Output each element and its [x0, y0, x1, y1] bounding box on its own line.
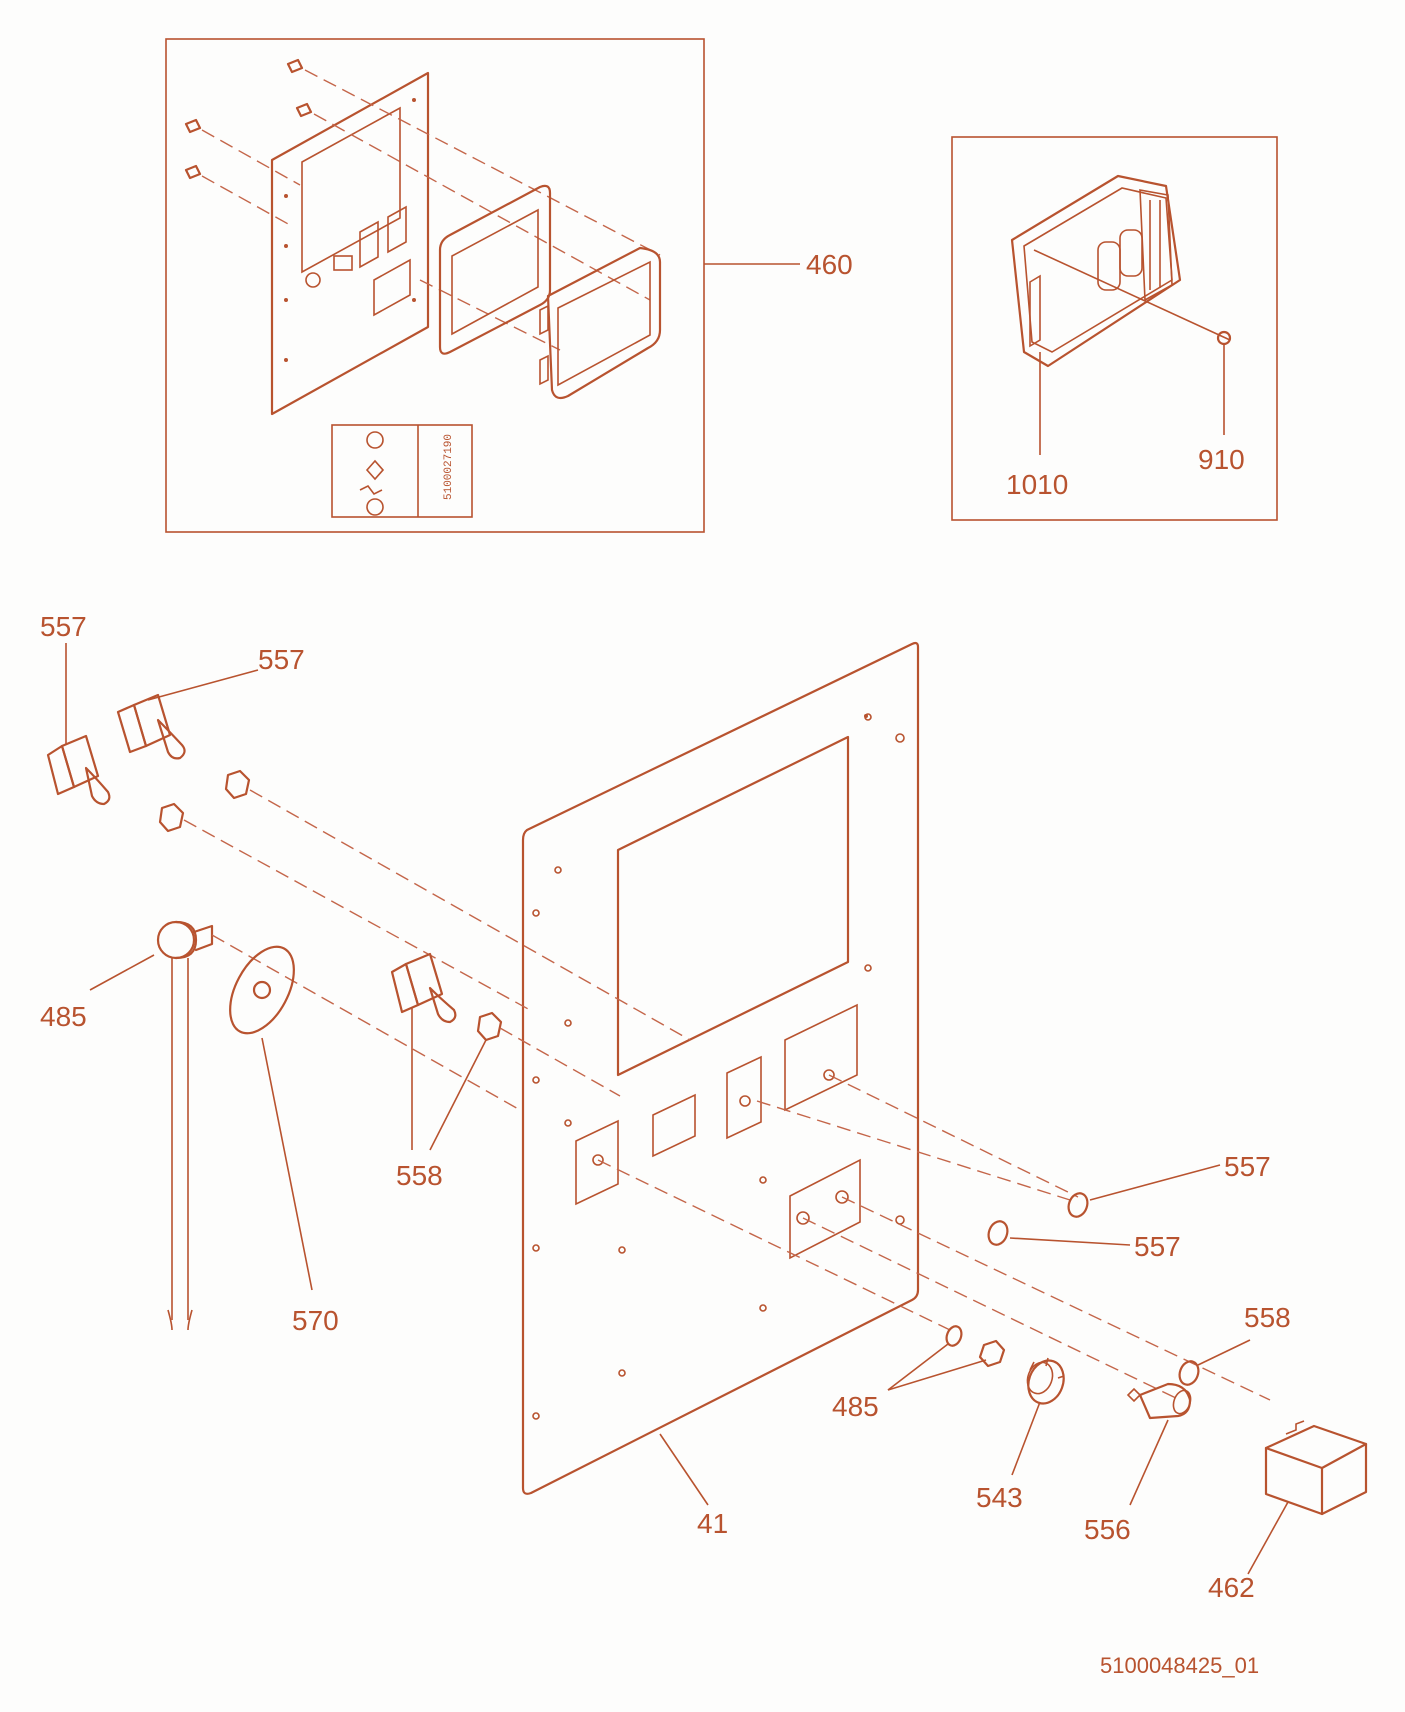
grommet-557-upper-right: 557	[1067, 1151, 1271, 1218]
inset-control-panel-assembly: 5100027190 460	[165, 38, 853, 533]
callout-1010: 1010	[1006, 469, 1068, 500]
callout-558-right: 558	[1244, 1302, 1291, 1333]
callout-557-left: 557	[40, 611, 87, 642]
toggle-switch-left: 557	[40, 611, 531, 1011]
callout-558-center: 558	[396, 1160, 443, 1191]
callout-41: 41	[697, 1508, 728, 1539]
right-dashed-lines	[597, 1074, 1271, 1401]
scale-dial-plate: 570	[229, 945, 339, 1336]
grommet-558-right: 558	[1178, 1302, 1291, 1386]
toggle-switch-upper: 557	[116, 644, 691, 1041]
callout-557-right-upper: 557	[1224, 1151, 1271, 1182]
main-panel-plate: 41	[521, 641, 920, 1539]
callout-485-right: 485	[832, 1391, 879, 1422]
callout-485-left: 485	[40, 1001, 87, 1032]
grommet-557-lower-right: 557	[987, 1220, 1181, 1262]
callout-462: 462	[1208, 1572, 1255, 1603]
inset-regulator-module: 910 1010	[951, 136, 1278, 521]
callout-557-upper: 557	[258, 644, 305, 675]
callout-570: 570	[292, 1305, 339, 1336]
nut-and-washer-485: 485	[832, 1325, 1006, 1422]
indicator-lamp-556: 556	[1084, 1382, 1192, 1545]
callout-556: 556	[1084, 1514, 1131, 1545]
callout-460: 460	[806, 249, 853, 280]
knob-543: 543	[976, 1357, 1065, 1513]
potentiometer: 485	[40, 920, 521, 1331]
hour-meter-462: 462	[1208, 1420, 1368, 1603]
callout-543: 543	[976, 1482, 1023, 1513]
center-toggle-switch: 558	[390, 952, 621, 1191]
callout-557-right-lower: 557	[1134, 1231, 1181, 1262]
document-id: 5100048425_01	[1100, 1653, 1259, 1678]
callout-910: 910	[1198, 444, 1245, 475]
decal-code: 5100027190	[443, 434, 455, 500]
